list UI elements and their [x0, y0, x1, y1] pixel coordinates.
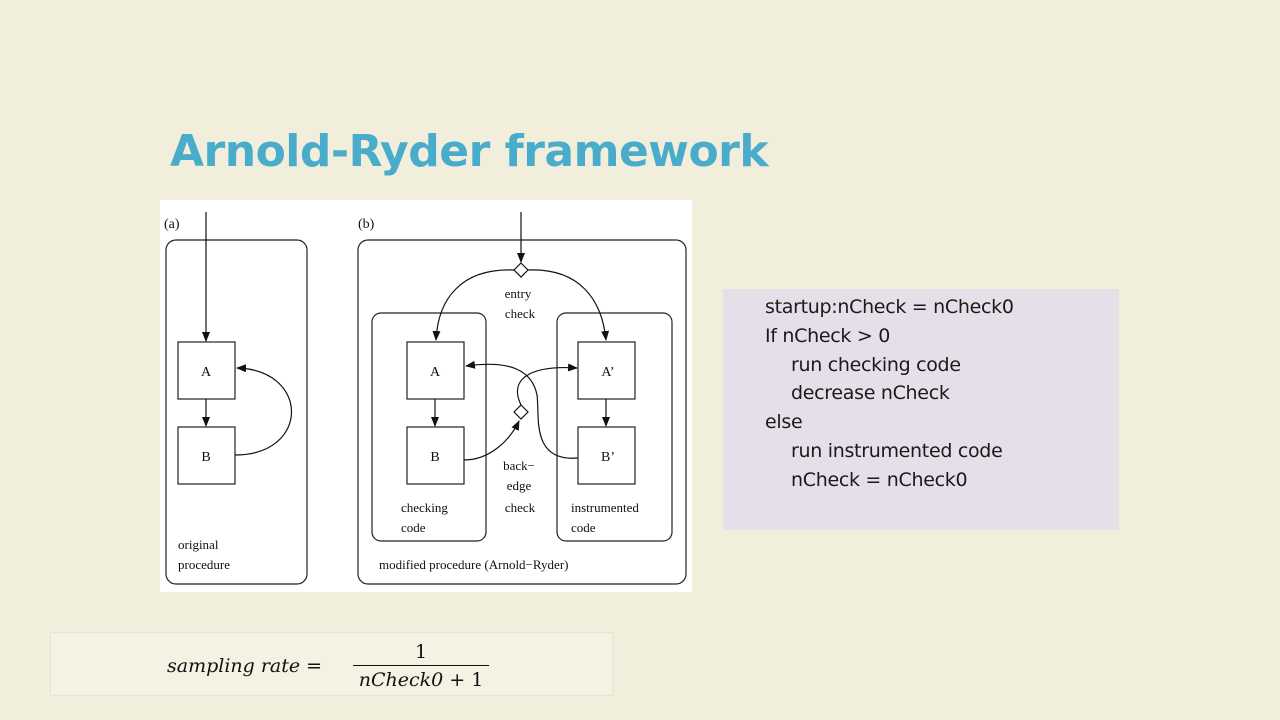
checking-code-frame [371, 312, 487, 542]
back-edge-label-line2: edge [507, 478, 532, 493]
panel-b: (b) entry check A B checking code A’ [357, 212, 687, 585]
checking-node-b [406, 426, 465, 485]
panel-b-caption: modified procedure (Arnold−Ryder) [379, 557, 568, 572]
instrumented-node-a-label: A’ [601, 365, 614, 380]
code-line: decrease nCheck [791, 382, 950, 405]
checking-node-a [406, 341, 465, 400]
checking-node-a-label: A [430, 365, 441, 380]
panel-a-node-b [177, 426, 236, 485]
formula-denominator-rest: + 1 [443, 669, 484, 691]
entry-check-diamond [513, 262, 529, 278]
arnold-ryder-diagram: (a) A B original procedure (b) entry che… [160, 200, 692, 592]
code-line: If nCheck > 0 [765, 324, 891, 347]
instrumented-node-a [577, 341, 636, 400]
slide-title: Arnold-Ryder framework [170, 126, 769, 177]
instrumented-code-frame [556, 312, 673, 542]
checking-caption-line2: code [401, 520, 426, 535]
panel-b-frame [357, 239, 687, 585]
formula-denominator-variable: nCheck0 [358, 669, 444, 691]
back-edge-label-line3: check [505, 500, 536, 515]
instrumented-b-to-checking-a-edge [465, 360, 579, 459]
checking-b-to-backedge-edge [463, 420, 520, 461]
panel-a-caption-line2: procedure [178, 557, 230, 572]
formula-numerator: 1 [414, 641, 428, 663]
panel-a-node-b-label: B [201, 450, 210, 465]
fraction-bar [353, 665, 489, 666]
backedge-to-instrumented-a-edge [516, 363, 578, 406]
code-line: startup:nCheck = nCheck0 [765, 296, 1014, 318]
panel-a-label: (a) [164, 217, 180, 232]
code-line: else [765, 411, 803, 434]
entry-check-label-line1: entry [505, 286, 532, 301]
pseudocode-box: startup:nCheck = nCheck0 If nCheck > 0 r… [723, 289, 1119, 530]
entry-to-instrumented-edge [527, 269, 610, 341]
formula-fraction: 1 nCheck0 + 1 [351, 639, 491, 694]
panel-a: (a) A B original procedure [164, 212, 308, 585]
instrumented-node-b-label: B’ [601, 450, 615, 465]
panel-a-frame [165, 239, 308, 585]
panel-a-back-edge [234, 364, 293, 456]
panel-a-caption-line1: original [178, 537, 219, 552]
entry-check-label-line2: check [505, 306, 536, 321]
checking-caption-line1: checking [401, 500, 448, 515]
panel-b-label: (b) [358, 217, 375, 232]
formula-lhs: sampling rate = [167, 655, 323, 677]
formula-denominator: nCheck0 + 1 [351, 666, 491, 694]
entry-to-checking-edge [432, 269, 515, 341]
code-line: nCheck = nCheck0 [791, 468, 968, 491]
code-line: run instrumented code [791, 439, 1003, 462]
panel-a-node-a-label: A [201, 365, 212, 380]
instrumented-caption-line2: code [571, 520, 596, 535]
back-edge-label-line1: back− [503, 458, 535, 473]
checking-node-b-label: B [430, 450, 439, 465]
code-line: run checking code [791, 353, 961, 376]
sampling-rate-formula-box: sampling rate = 1 nCheck0 + 1 [50, 632, 613, 696]
instrumented-node-b [577, 426, 636, 485]
instrumented-caption-line1: instrumented [571, 500, 639, 515]
back-edge-check-diamond [513, 404, 529, 420]
